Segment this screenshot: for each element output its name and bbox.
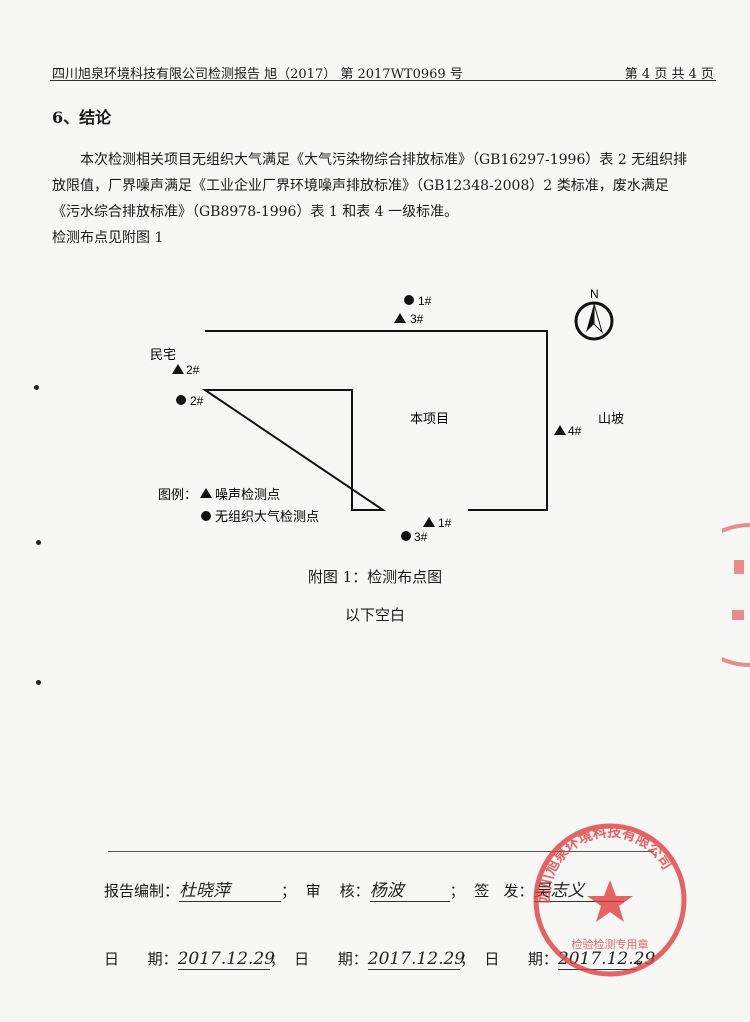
noise-point-marker [554, 425, 566, 435]
slope-label: 山坡 [598, 411, 624, 426]
reviewer-label: 审 核： [305, 882, 370, 900]
seal-inner-text: 检验检测专用章 [572, 937, 649, 951]
date-row: 日 期：2017.12.29； 日 期：2017.12.29； 日 期：2017… [104, 949, 656, 970]
company-seal-icon: 四川旭泉环境科技有限公司 检验检测专用章 [533, 823, 687, 977]
air-point-label: 3# [414, 530, 428, 544]
page-header: 四川旭泉环境科技有限公司检测报告 旭（2017） 第 2017WT0969 号 … [52, 63, 714, 82]
legend-title: 图例： [158, 487, 197, 502]
signature-row: 报告编制：杜晓萍； 审 核：杨波； 签 发：吴志义 [104, 876, 624, 902]
air-point-marker [401, 531, 411, 541]
legend-noise-label: 噪声检测点 [215, 487, 280, 502]
date-value-2: 2017.12.29 [367, 949, 466, 970]
blank-below-note: 以下空白 [344, 606, 405, 624]
noise-point-marker [423, 517, 435, 527]
legend-noise-icon [200, 488, 212, 498]
compiler-signature: 杜晓萍 [179, 876, 282, 902]
noise-point-label: 1# [438, 516, 452, 530]
air-point-marker [176, 395, 186, 405]
air-point-marker [404, 295, 414, 305]
legend-air-label: 无组织大气检测点 [215, 509, 319, 524]
figure-reference-note: 检测布点见附图 1 [52, 230, 164, 246]
air-point-label: 2# [190, 394, 204, 408]
date-label-1: 日 期： [104, 950, 178, 968]
noise-point-marker [172, 364, 184, 374]
header-page-number: 第 4 页 共 4 页 [624, 67, 714, 82]
issuer-label: 签 发： [474, 882, 534, 900]
project-label: 本项目 [410, 411, 449, 426]
legend: 图例： 噪声检测点 无组织大气检测点 [158, 487, 319, 524]
conclusion-paragraph: 本次检测相关项目无组织大气满足《大气污染物综合排放标准》（GB16297-199… [52, 152, 688, 220]
scan-speck [34, 385, 39, 390]
scan-speck [36, 540, 41, 545]
header-report-id: 四川旭泉环境科技有限公司检测报告 旭（2017） 第 2017WT0969 号 [52, 67, 463, 82]
legend-air-icon [201, 511, 211, 521]
date-value-3: 2017.12.29 [557, 949, 656, 970]
section-title: 6、结论 [52, 108, 112, 127]
north-arrow-icon: N [574, 287, 614, 341]
monitoring-layout-diagram: N 1# 3# 民宅 2# 2# 本项目 山坡 4# 1# 3# 图例： 噪声检… [150, 287, 624, 544]
north-label: N [590, 287, 599, 301]
date-label-2: 日 期： [294, 950, 368, 968]
header-rule [50, 80, 716, 81]
compiler-label: 报告编制： [104, 882, 180, 900]
scan-speck [36, 680, 41, 685]
edge-seal-fragment-icon [722, 523, 750, 667]
date-value-1: 2017.12.29 [177, 949, 275, 970]
reviewer-signature: 杨波 [369, 876, 450, 902]
signature-divider [108, 851, 654, 852]
residence-label: 民宅 [150, 347, 176, 362]
noise-point-label: 3# [410, 312, 424, 326]
noise-point-label: 2# [186, 363, 200, 377]
date-label-3: 日 期： [484, 950, 558, 968]
figure-caption: 附图 1：检测布点图 [307, 568, 443, 586]
air-point-label: 1# [418, 294, 432, 308]
site-boundary [201, 330, 548, 511]
noise-point-label: 4# [568, 424, 582, 438]
noise-point-marker [394, 313, 406, 323]
issuer-signature: 吴志义 [533, 876, 624, 902]
